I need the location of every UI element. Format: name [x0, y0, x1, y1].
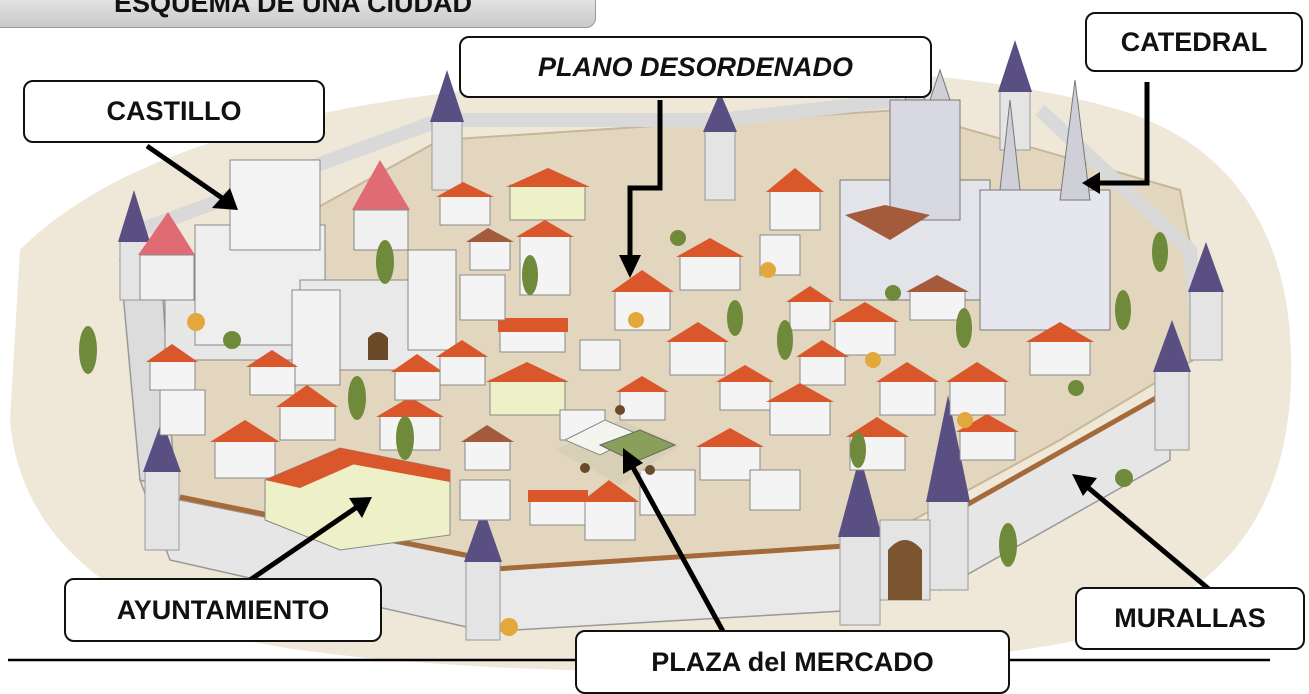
- label-murallas: MURALLAS: [1075, 587, 1305, 650]
- arrow-ayuntamiento: [248, 502, 362, 583]
- wall-walk: [479, 542, 861, 573]
- castle: [138, 159, 457, 386]
- arrow-plano: [627, 100, 663, 265]
- arrowheads: [212, 172, 1100, 518]
- arrow-catedral: [1095, 82, 1150, 186]
- label-catedral: CATEDRAL: [1085, 12, 1303, 72]
- wall-towers: [118, 40, 1224, 641]
- orange-trees: [187, 262, 973, 636]
- cathedral: [839, 68, 1111, 331]
- label-castillo: CASTILLO: [23, 80, 325, 143]
- label-ayuntamiento: AYUNTAMIENTO: [64, 578, 382, 642]
- city-gate: [879, 519, 931, 601]
- diagram-title: ESQUEMA DE UNA CIUDAD: [0, 0, 596, 28]
- arrow-plaza: [627, 460, 739, 657]
- market-square: [555, 405, 680, 485]
- trees: [79, 230, 1168, 567]
- label-plaza-del-mercado: PLAZA del MERCADO: [575, 630, 1010, 694]
- callout-arrows: [145, 82, 1212, 657]
- houses: [146, 168, 1094, 541]
- arrow-castillo: [145, 143, 227, 203]
- arrow-murallas: [1083, 483, 1212, 592]
- label-plano-desordenado: PLANO DESORDENADO: [459, 36, 932, 98]
- wall-walk: [938, 387, 1172, 523]
